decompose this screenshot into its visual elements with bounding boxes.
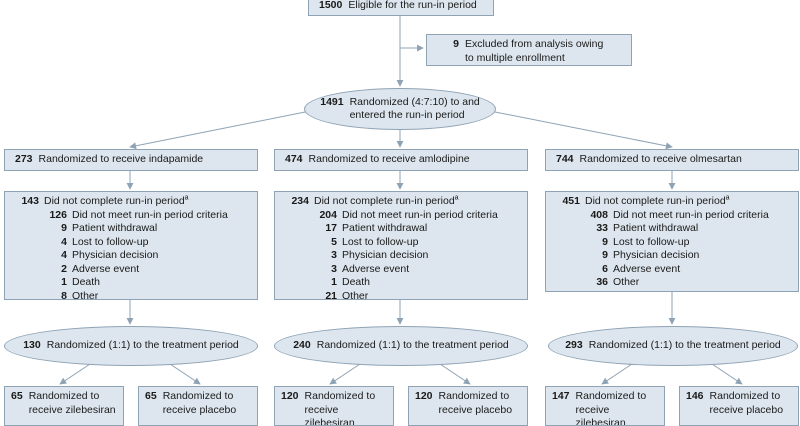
excluded-count: 9 xyxy=(453,38,459,50)
treatment-olmesartan-ellipse: 293 Randomized (1:1) to the treatment pe… xyxy=(548,326,798,366)
arm-indapamide-box: 273 Randomized to receive indapamide xyxy=(4,149,258,171)
randomized-runin-count: 1491 xyxy=(320,95,344,108)
eligible-label: Eligible for the run-in period xyxy=(348,0,477,12)
arm-count: 474 xyxy=(285,153,303,166)
arm-label: Randomized to receive olmesartan xyxy=(579,153,742,166)
eligible-box: 1500 Eligible for the run-in period xyxy=(308,0,494,16)
eligible-count: 1500 xyxy=(319,0,343,12)
not-complete-row: 234 Did not complete run-in perioda xyxy=(291,194,459,208)
treatment-indapamide-ellipse: 130 Randomized (1:1) to the treatment pe… xyxy=(4,326,258,366)
not-complete-row: 143 Did not complete run-in perioda xyxy=(21,194,189,208)
treatment-amlodipine-ellipse: 240 Randomized (1:1) to the treatment pe… xyxy=(274,326,528,366)
arm-label: Randomized to receive amlodipine xyxy=(308,153,470,166)
arm-amlodipine-box: 474 Randomized to receive amlodipine xyxy=(274,149,528,171)
arm-count: 744 xyxy=(556,153,574,166)
arm-olmesartan-box: 744 Randomized to receive olmesartan xyxy=(545,149,799,171)
not-complete-row: 451 Did not complete run-in perioda xyxy=(562,194,730,208)
arm-count: 273 xyxy=(15,153,33,166)
arm-label: Randomized to receive indapamide xyxy=(38,153,204,166)
